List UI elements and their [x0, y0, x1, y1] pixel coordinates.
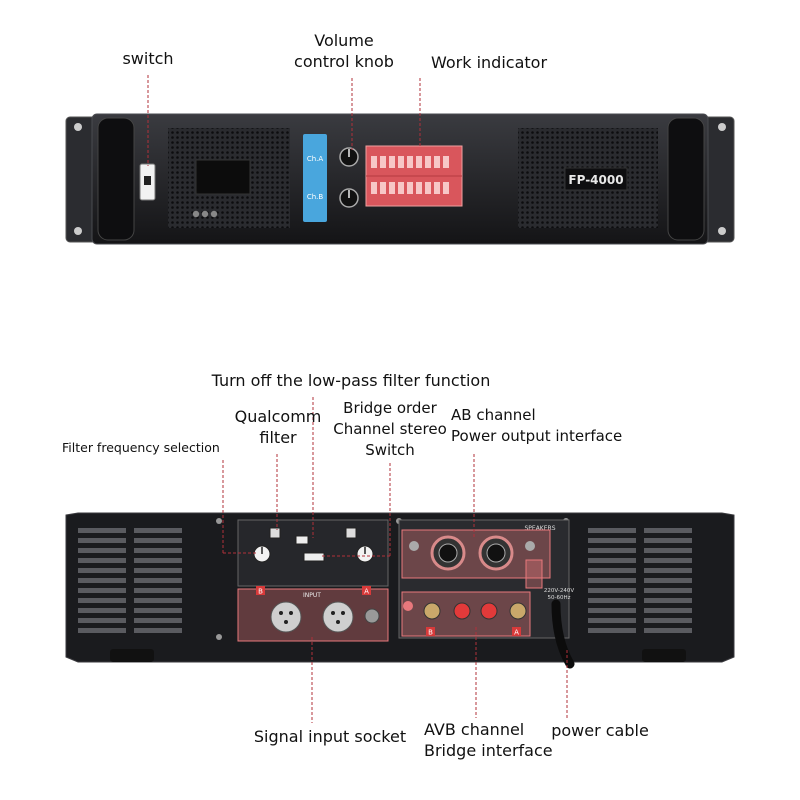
hpf-switch-right[interactable] — [345, 527, 357, 539]
front-display-window — [195, 159, 251, 195]
label-qualcomm-line-2: filter — [259, 428, 297, 447]
rear-foot-left — [110, 649, 154, 662]
input-plate-text: INPUT — [303, 592, 321, 599]
speaker-plate — [398, 519, 570, 639]
lowpass-off-switch[interactable] — [295, 535, 309, 545]
front-amplifier: Ch.A Ch.B FP-4000 — [65, 113, 735, 245]
label-bridge-line-3: Switch — [365, 441, 415, 459]
speakon-highlight — [401, 529, 551, 579]
input-tag-a: A — [364, 588, 369, 596]
output-tag-b: B — [428, 629, 433, 637]
label-ab-channel: AB channel Power output interface — [451, 405, 631, 447]
bridge-mode-switch[interactable] — [303, 552, 325, 562]
speaker-plate-text: SPEAKERS — [524, 525, 555, 532]
hpf-switch-left[interactable] — [269, 527, 281, 539]
label-bridge-switch: Bridge order Channel stereo Switch — [328, 398, 452, 461]
voltage-line-2: 50-60Hz — [547, 595, 570, 601]
output-tag-a: A — [514, 629, 519, 637]
label-switch: switch — [122, 49, 174, 68]
input-tag-b: B — [258, 588, 263, 596]
rear-amplifier: INPUT B A SPEAKERS — [65, 512, 735, 669]
label-volume-line-2: control knob — [294, 52, 394, 71]
model-name: FP-4000 — [568, 173, 623, 187]
frequency-knob-right[interactable] — [356, 545, 374, 563]
jack-input[interactable] — [364, 608, 380, 624]
ground-terminal — [403, 601, 413, 611]
label-avb-line-1: AVB channel — [424, 720, 525, 739]
channel-b-tag: Ch.B — [307, 193, 324, 201]
label-signal-input: Signal input socket — [253, 727, 407, 746]
label-lowpass-off: Turn off the low-pass filter function — [211, 371, 491, 390]
label-volume-line-1: Volume — [314, 31, 374, 50]
speakon-output-a[interactable] — [478, 535, 514, 571]
model-plate — [564, 167, 628, 191]
label-work-indicator: Work indicator — [430, 53, 548, 72]
rear-foot-right — [642, 649, 686, 662]
voltage-line-1: 220V-240V — [544, 588, 574, 594]
front-handle-right — [667, 117, 705, 241]
label-volume-knob: Volume control knob — [286, 30, 402, 72]
binding-posts[interactable] — [423, 602, 527, 620]
label-avb-line-2: Bridge interface — [424, 741, 553, 760]
channel-a-tag: Ch.A — [307, 155, 324, 163]
label-ab-line-2: Power output interface — [451, 427, 623, 445]
input-plate — [237, 588, 389, 642]
frequency-knob-left[interactable] — [253, 545, 271, 563]
label-qualcomm-line-1: Qualcomm — [234, 407, 322, 426]
indicator-led-rows — [371, 156, 449, 194]
label-bridge-line-1: Bridge order — [343, 399, 437, 417]
xlr-input-b[interactable] — [270, 601, 302, 633]
label-filter-frequency: Filter frequency selection — [62, 440, 220, 455]
label-power-cable: power cable — [551, 721, 649, 740]
label-bridge-line-2: Channel stereo — [333, 420, 447, 438]
leader-lines — [147, 75, 568, 723]
label-ab-line-1: AB channel — [451, 406, 536, 424]
power-cable — [551, 599, 575, 669]
label-avb-channel: AVB channel Bridge interface — [424, 719, 568, 761]
speakon-output-b[interactable] — [430, 535, 466, 571]
rear-vent-right — [588, 528, 692, 633]
xlr-input-a[interactable] — [322, 601, 354, 633]
channel-badge — [303, 134, 327, 222]
front-handle-left — [97, 117, 135, 241]
rear-vent-left — [78, 528, 182, 633]
label-qualcomm-filter: Qualcomm filter — [226, 406, 330, 448]
